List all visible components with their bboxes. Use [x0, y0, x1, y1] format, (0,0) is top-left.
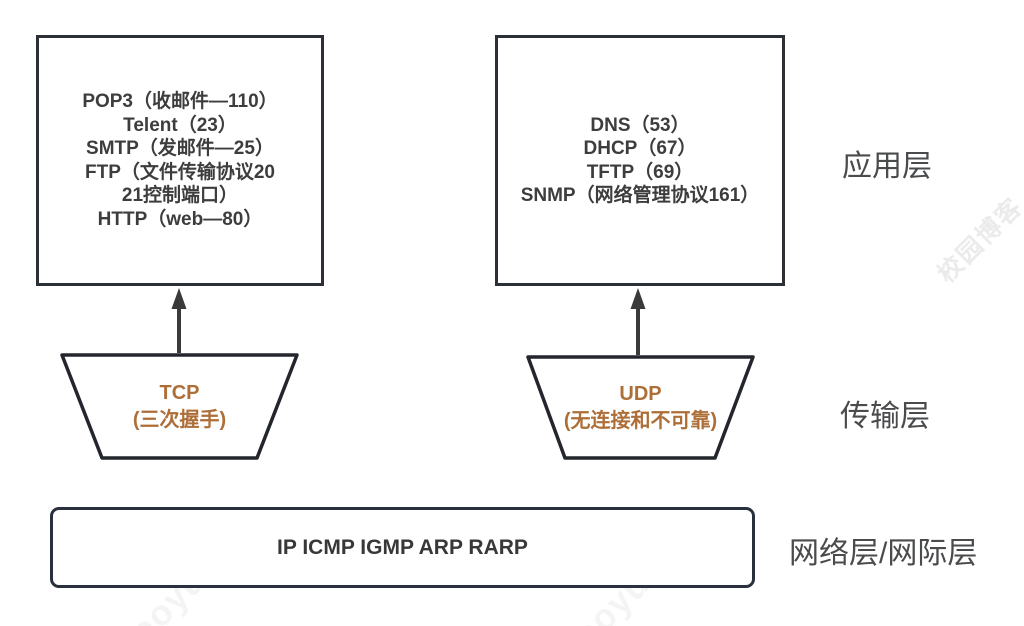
tcp-trapezoid-label: TCP (三次握手)	[62, 355, 297, 458]
protocol-line-pop3: POP3（收邮件—110）	[82, 91, 278, 112]
protocol-line-snmp: SNMP（网络管理协议161）	[520, 185, 760, 206]
app-layer-right-box: DNS（53） DHCP（67） TFTP（69） SNMP（网络管理协议161…	[495, 35, 785, 286]
udp-trapezoid-label: UDP (无连接和不可靠)	[528, 357, 753, 458]
protocol-line-tftp: TFTP（69）	[586, 161, 694, 183]
transport-layer-label: 传输层	[840, 400, 930, 433]
tcp-trapezoid-shape	[60, 353, 299, 460]
udp-note: (无连接和不可靠)	[563, 409, 718, 432]
protocol-line-ftp-ports: 21控制端口）	[121, 185, 239, 206]
tcp-name: TCP	[159, 381, 200, 404]
network-layer-box: IP ICMP IGMP ARP RARP	[50, 507, 755, 588]
network-layer-label: 网络层/网际层	[789, 537, 978, 570]
protocol-line-dns: DNS（53）	[590, 114, 690, 136]
udp-name: UDP	[619, 382, 662, 405]
network-layer-protocols: IP ICMP IGMP ARP RARP	[277, 535, 528, 559]
protocol-line-ftp: FTP（文件传输协议20	[84, 161, 276, 183]
protocol-line-smtp: SMTP（发邮件—25）	[86, 138, 274, 159]
protocol-line-dhcp: DHCP（67）	[583, 138, 697, 159]
udp-to-app-arrow	[630, 288, 646, 355]
udp-trapezoid-shape	[526, 355, 755, 460]
protocol-line-http: HTTP（web—80）	[97, 208, 263, 230]
app-layer-left-box: POP3（收邮件—110） Telent（23） SMTP（发邮件—25） FT…	[36, 35, 324, 286]
tcp-note: (三次握手)	[132, 408, 227, 431]
protocol-line-telent: Telent（23）	[123, 114, 237, 136]
tcp-to-app-arrow	[171, 288, 187, 353]
application-layer-label: 应用层	[842, 150, 932, 183]
